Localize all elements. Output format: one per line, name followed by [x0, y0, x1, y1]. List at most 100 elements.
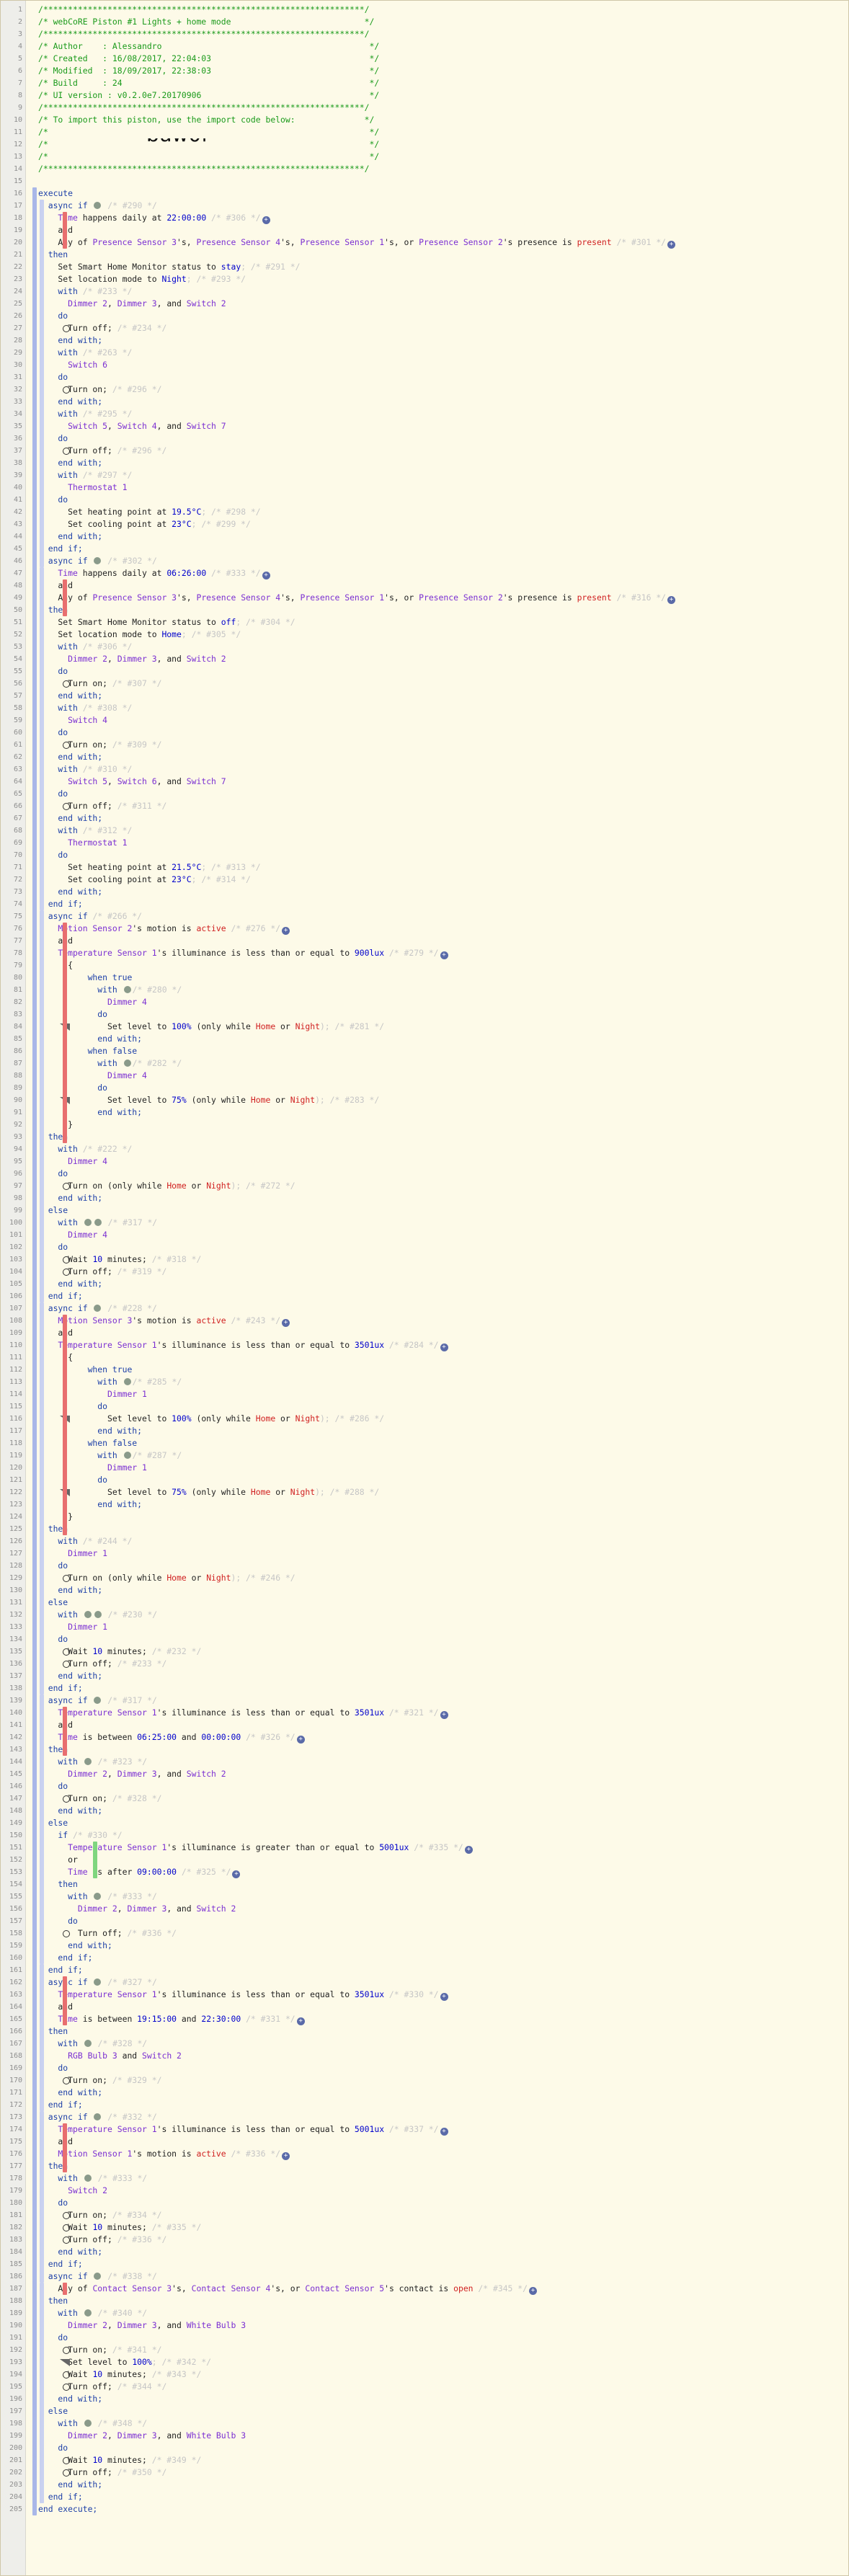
device-token[interactable]: Dimmer 4 — [38, 1070, 147, 1080]
add-condition-icon[interactable]: + — [440, 1711, 448, 1719]
keyword-token: end if; — [38, 1291, 83, 1301]
add-condition-icon[interactable]: + — [667, 596, 676, 604]
device-token[interactable]: Presence Sensor 1 — [300, 592, 385, 603]
device-token[interactable]: Presence Sensor 4 — [196, 592, 281, 603]
block-indicator — [63, 2283, 67, 2295]
device-token[interactable]: Dimmer 3 — [127, 1904, 167, 1914]
add-condition-icon[interactable]: + — [296, 2017, 305, 2025]
device-token[interactable]: Dimmer 3 — [117, 654, 157, 664]
add-condition-icon[interactable]: + — [282, 927, 290, 935]
device-token[interactable]: White Bulb 3 — [186, 2320, 246, 2330]
device-token[interactable]: Thermostat 1 — [38, 482, 128, 492]
add-condition-icon[interactable]: + — [296, 1736, 305, 1744]
device-token[interactable]: Switch 2 — [186, 1769, 226, 1779]
device-token[interactable]: Temperature Sensor 1 — [38, 948, 157, 958]
device-token[interactable]: Thermostat 1 — [38, 838, 128, 848]
device-token[interactable]: Dimmer 2 — [38, 654, 108, 664]
code-text: Set location mode to Night; /* #293 */ — [38, 273, 845, 285]
line-number: 173 — [9, 2113, 22, 2121]
device-token[interactable]: Dimmer 2 — [38, 2430, 108, 2440]
device-token[interactable]: RGB Bulb 3 — [38, 2051, 117, 2061]
device-token[interactable]: Dimmer 2 — [38, 2320, 108, 2330]
add-condition-icon[interactable]: + — [440, 951, 448, 959]
device-token[interactable]: Temperature Sensor 1 — [38, 2124, 157, 2134]
code-text: with /* #340 */ — [38, 2307, 845, 2319]
statement-id: /* #319 */ — [117, 1266, 167, 1276]
code-token: 00:00:00 — [201, 1732, 241, 1742]
add-condition-icon[interactable]: + — [667, 241, 676, 249]
device-token[interactable]: Switch 2 — [186, 654, 226, 664]
device-token[interactable]: Switch 6 — [38, 360, 108, 370]
add-condition-icon[interactable]: + — [440, 2128, 448, 2136]
device-token[interactable]: Switch 7 — [186, 776, 226, 786]
device-token[interactable]: Switch 6 — [117, 776, 157, 786]
device-token[interactable]: Dimmer 2 — [38, 1769, 108, 1779]
device-token[interactable]: Presence Sensor 2 — [419, 592, 503, 603]
code-token: 's illuminance is less than or equal to — [156, 1340, 355, 1350]
device-token[interactable]: Contact Sensor 4 — [191, 2283, 271, 2293]
add-condition-icon[interactable]: + — [464, 1846, 473, 1854]
code-line: 127 Dimmer 1 — [1, 1547, 848, 1560]
device-token[interactable]: Time — [38, 568, 78, 578]
device-token[interactable]: Switch 4 — [38, 715, 108, 725]
device-token[interactable]: Dimmer 3 — [117, 2320, 157, 2330]
device-token[interactable]: Motion Sensor 3 — [38, 1315, 133, 1325]
device-token[interactable]: Dimmer 3 — [117, 2430, 157, 2440]
device-token[interactable]: Motion Sensor 1 — [38, 2149, 133, 2159]
code-line: 148 end with; — [1, 1805, 848, 1817]
device-token[interactable]: Time — [38, 1732, 78, 1742]
device-token[interactable]: Switch 7 — [186, 421, 226, 431]
device-token[interactable]: Time — [38, 1867, 88, 1877]
device-token[interactable]: Dimmer 4 — [38, 1156, 108, 1166]
device-token[interactable]: Dimmer 2 — [38, 1904, 117, 1914]
device-token[interactable]: Contact Sensor 3 — [92, 2283, 172, 2293]
add-condition-icon[interactable]: + — [232, 1870, 241, 1878]
line-number: 192 — [9, 2346, 22, 2354]
device-token[interactable]: White Bulb 3 — [186, 2430, 246, 2440]
device-token[interactable]: Temperature Sensor 1 — [38, 1989, 157, 1999]
add-condition-icon[interactable]: + — [262, 572, 270, 579]
device-token[interactable]: Switch 2 — [38, 2185, 108, 2195]
device-token[interactable]: Switch 2 — [142, 2051, 182, 2061]
code-line: 176 Motion Sensor 1's motion is active /… — [1, 2148, 848, 2160]
device-token[interactable]: Presence Sensor 1 — [300, 237, 385, 247]
device-token[interactable]: Presence Sensor 2 — [419, 237, 503, 247]
device-token[interactable]: Contact Sensor 5 — [305, 2283, 385, 2293]
device-token[interactable]: Switch 2 — [186, 298, 226, 308]
device-token[interactable]: Temperature Sensor 1 — [38, 1842, 167, 1852]
line-number-gutter — [1, 1, 26, 2575]
code-text: end if; — [38, 2491, 845, 2503]
device-token[interactable]: Presence Sensor 3 — [92, 237, 177, 247]
device-token[interactable]: Presence Sensor 4 — [196, 237, 281, 247]
device-token[interactable]: Time — [38, 213, 78, 223]
add-condition-icon[interactable]: + — [282, 2152, 290, 2160]
device-token[interactable]: Presence Sensor 3 — [92, 592, 177, 603]
add-condition-icon[interactable]: + — [440, 1343, 448, 1351]
line-number: 41 — [13, 496, 22, 504]
code-line: 196 end with; — [1, 2393, 848, 2405]
device-token[interactable]: Dimmer 4 — [38, 997, 147, 1007]
device-token[interactable]: Switch 2 — [196, 1904, 236, 1914]
device-token[interactable]: Time — [38, 2014, 78, 2024]
add-condition-icon[interactable]: + — [262, 216, 270, 224]
device-token[interactable]: Switch 5 — [38, 776, 108, 786]
device-token[interactable]: Dimmer 3 — [117, 298, 157, 308]
code-token: active — [196, 923, 226, 933]
device-token[interactable]: Dimmer 1 — [38, 1462, 147, 1473]
device-token[interactable]: Temperature Sensor 1 — [38, 1340, 157, 1350]
add-condition-icon[interactable]: + — [528, 2287, 537, 2295]
device-token[interactable]: Dimmer 1 — [38, 1548, 108, 1558]
device-token[interactable]: Dimmer 2 — [38, 298, 108, 308]
line-number: 166 — [9, 2028, 22, 2035]
code-token: 19:15:00 — [137, 2014, 177, 2024]
device-token[interactable]: Dimmer 4 — [38, 1230, 108, 1240]
device-token[interactable]: Switch 5 — [38, 421, 108, 431]
device-token[interactable]: Switch 4 — [117, 421, 157, 431]
device-token[interactable]: Dimmer 1 — [38, 1622, 108, 1632]
device-token[interactable]: Motion Sensor 2 — [38, 923, 133, 933]
device-token[interactable]: Dimmer 1 — [38, 1389, 147, 1399]
add-condition-icon[interactable]: + — [440, 1993, 448, 2001]
device-token[interactable]: Dimmer 3 — [117, 1769, 157, 1779]
add-condition-icon[interactable]: + — [282, 1319, 290, 1327]
device-token[interactable]: Temperature Sensor 1 — [38, 1707, 157, 1718]
